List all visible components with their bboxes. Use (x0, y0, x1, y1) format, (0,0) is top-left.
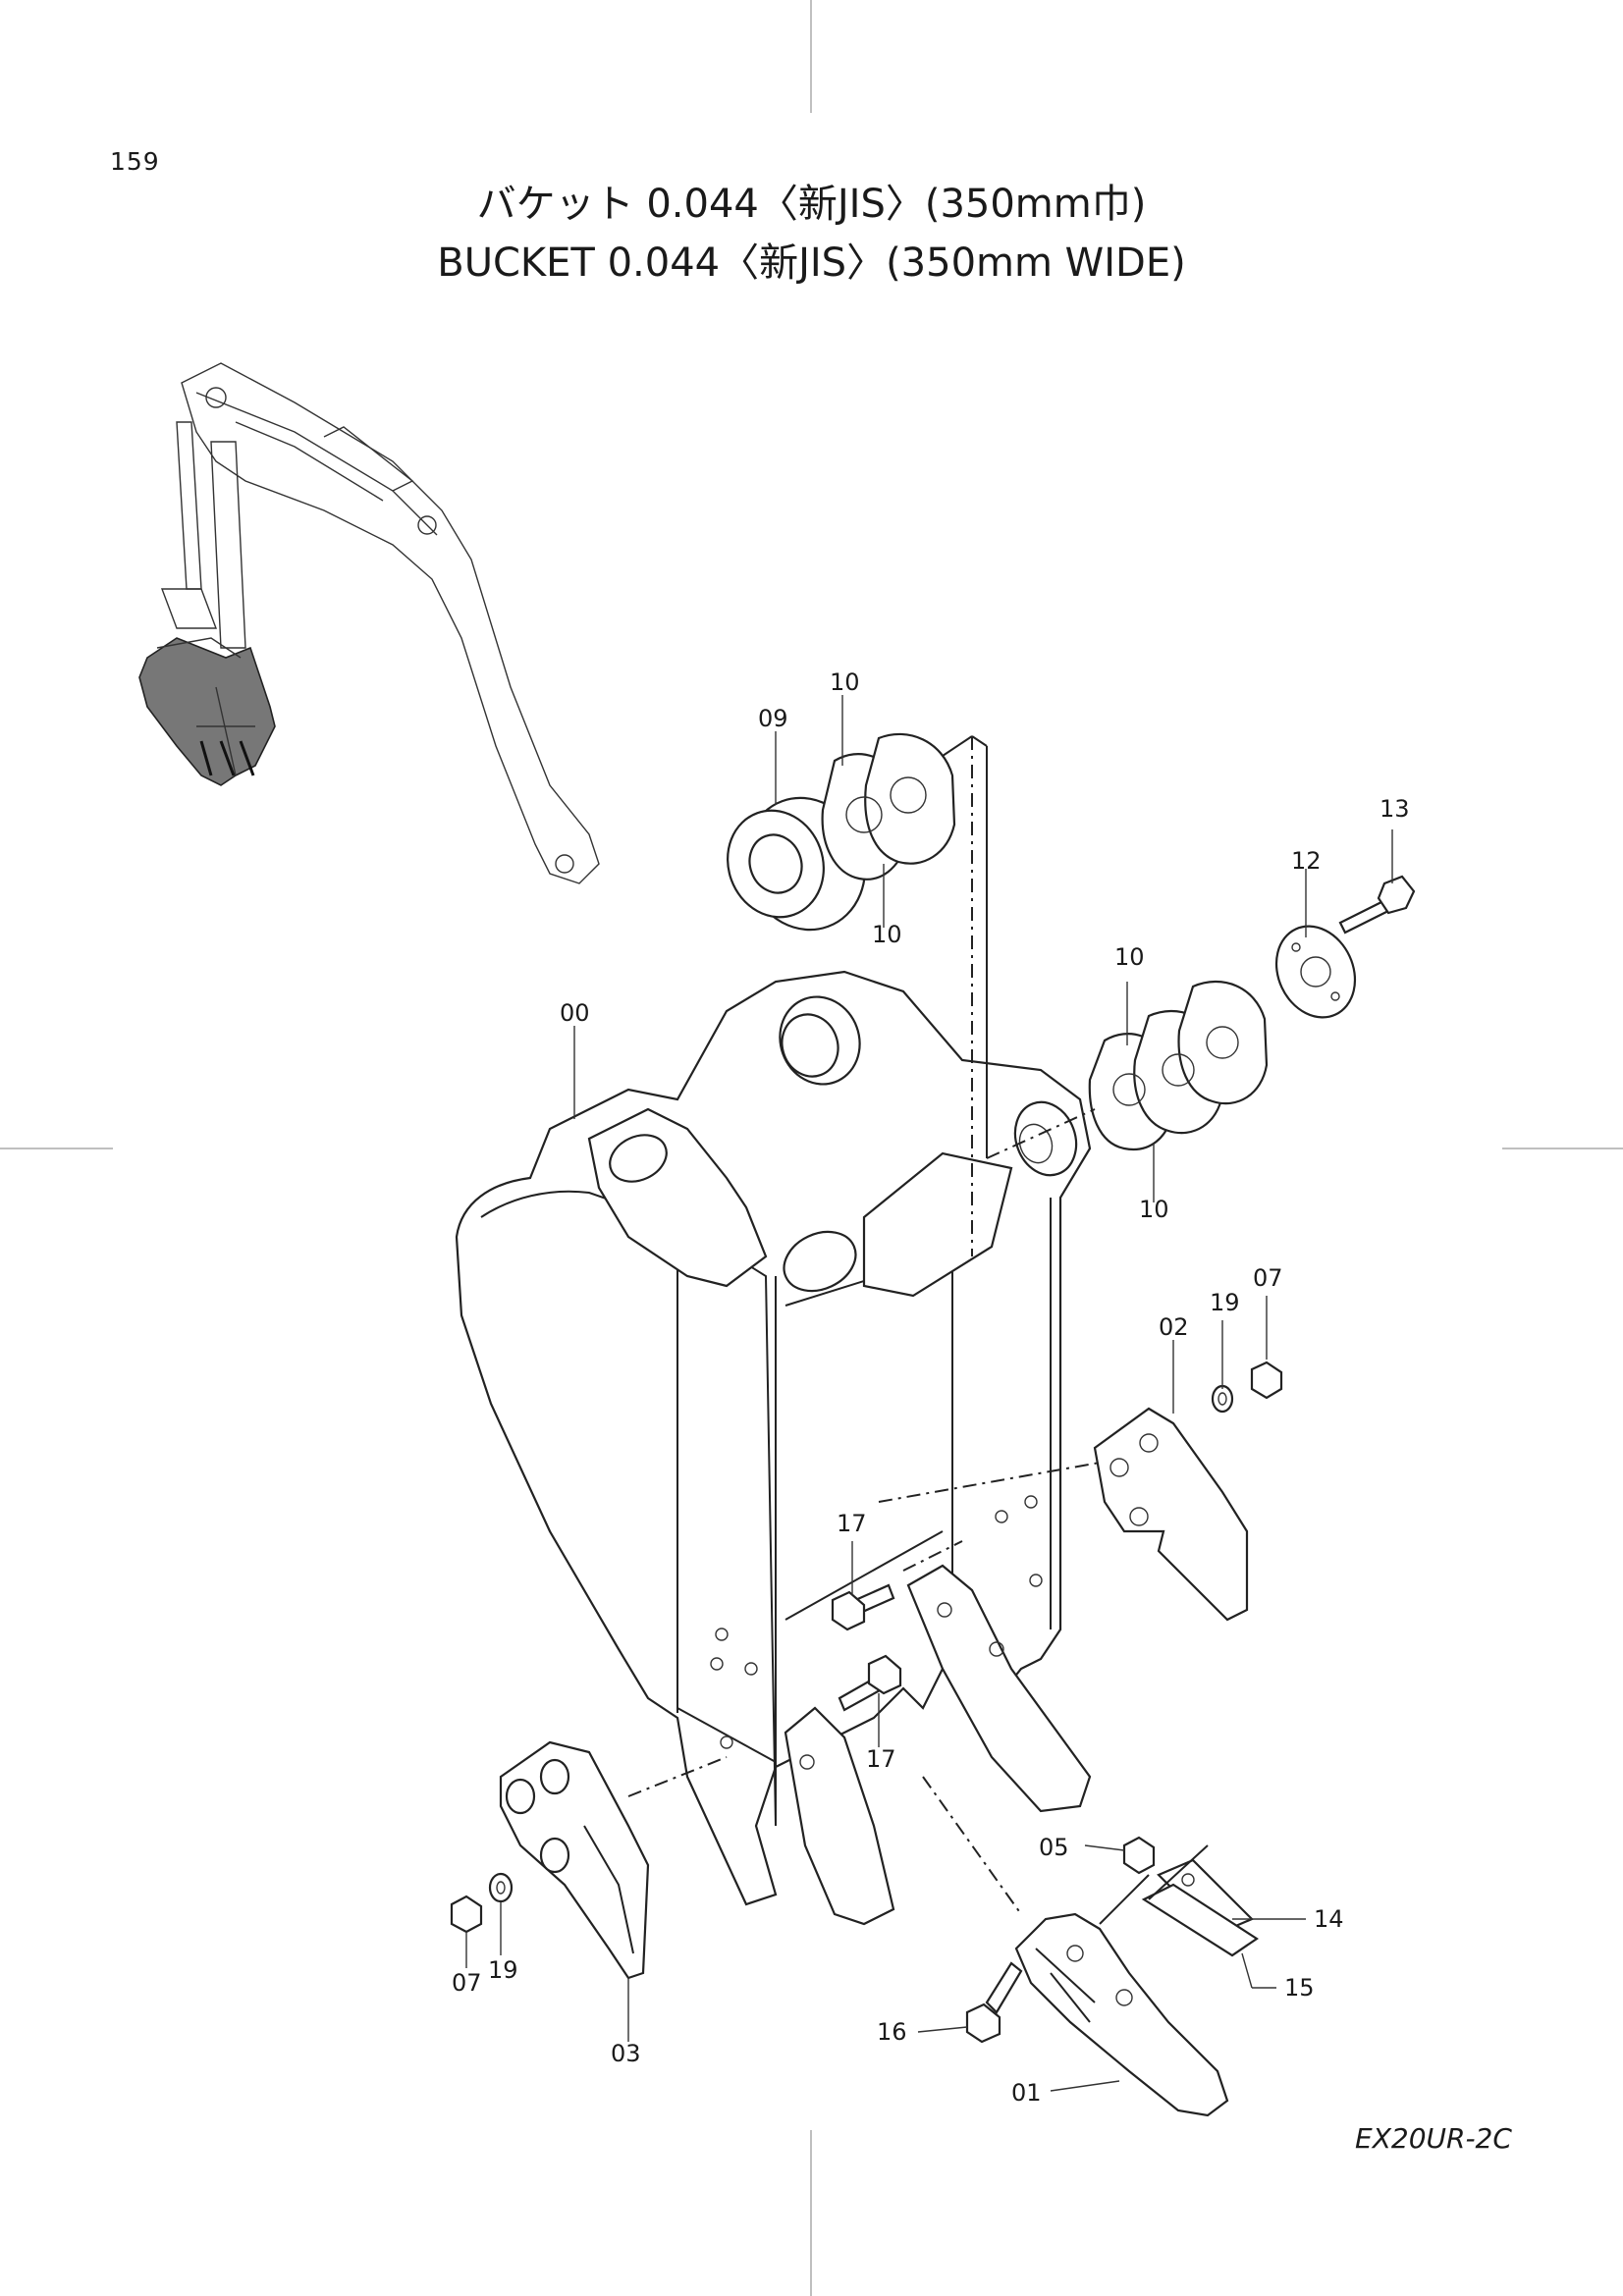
callout-13: 13 (1380, 795, 1410, 823)
callout-00: 00 (560, 999, 590, 1027)
part-16-bolt (965, 1961, 1023, 2044)
callout-12: 12 (1291, 847, 1322, 875)
callout-10-upper-top: 10 (830, 668, 860, 696)
callout-16: 16 (877, 2018, 907, 2046)
part-10-shims-upper (821, 732, 956, 881)
part-07-nut-left (450, 1895, 483, 1934)
part-13-bolt (1338, 875, 1416, 934)
page-number: 159 (110, 147, 160, 176)
part-15-retainer (1141, 1883, 1259, 1957)
part-19-washer-right (1211, 1384, 1234, 1414)
part-01-tooth (1014, 1912, 1229, 2117)
callout-10-right-bottom: 10 (1139, 1196, 1169, 1223)
part-17-bolt-lower (838, 1654, 902, 1712)
part-07-nut-right (1250, 1361, 1283, 1400)
part-02-side-cutter (1093, 1407, 1249, 1622)
part-05-nut (1122, 1836, 1156, 1875)
callout-15: 15 (1284, 1974, 1315, 2002)
callout-labels: 09 10 10 10 10 12 13 00 02 19 07 17 17 1… (452, 668, 1410, 2107)
callout-01: 01 (1011, 2079, 1042, 2107)
callout-07-left: 07 (452, 1969, 482, 1997)
callout-10-right-top: 10 (1114, 943, 1145, 971)
assembly-lines (627, 735, 1209, 1925)
callout-14: 14 (1314, 1905, 1344, 1933)
callout-03: 03 (611, 2040, 641, 2067)
title-english: BUCKET 0.044〈新JIS〉(350mm WIDE) (437, 240, 1186, 286)
callout-05: 05 (1039, 1834, 1069, 1861)
callout-19-right: 19 (1210, 1289, 1240, 1316)
callout-17-upper: 17 (837, 1510, 867, 1537)
callout-07-right: 07 (1253, 1264, 1283, 1292)
part-12-plate (1274, 925, 1357, 1019)
callout-09: 09 (758, 705, 788, 732)
title-japanese: バケット 0.044〈新JIS〉(350mm巾) (476, 182, 1147, 227)
model-code: EX20UR-2C (1355, 2122, 1512, 2155)
part-00-bucket-body (455, 970, 1092, 1926)
part-17-bolt-upper (831, 1583, 895, 1631)
callout-02: 02 (1159, 1313, 1189, 1341)
excavator-arm-locator (138, 362, 600, 884)
callout-10-upper-bottom: 10 (872, 921, 902, 948)
part-10-shims-right (1088, 980, 1269, 1151)
leader-lines (465, 695, 1393, 2092)
callout-17-lower: 17 (866, 1745, 896, 1773)
callout-19-left: 19 (488, 1956, 518, 1984)
part-19-washer-left (488, 1872, 514, 1903)
part-03-side-cutter (499, 1740, 650, 1980)
